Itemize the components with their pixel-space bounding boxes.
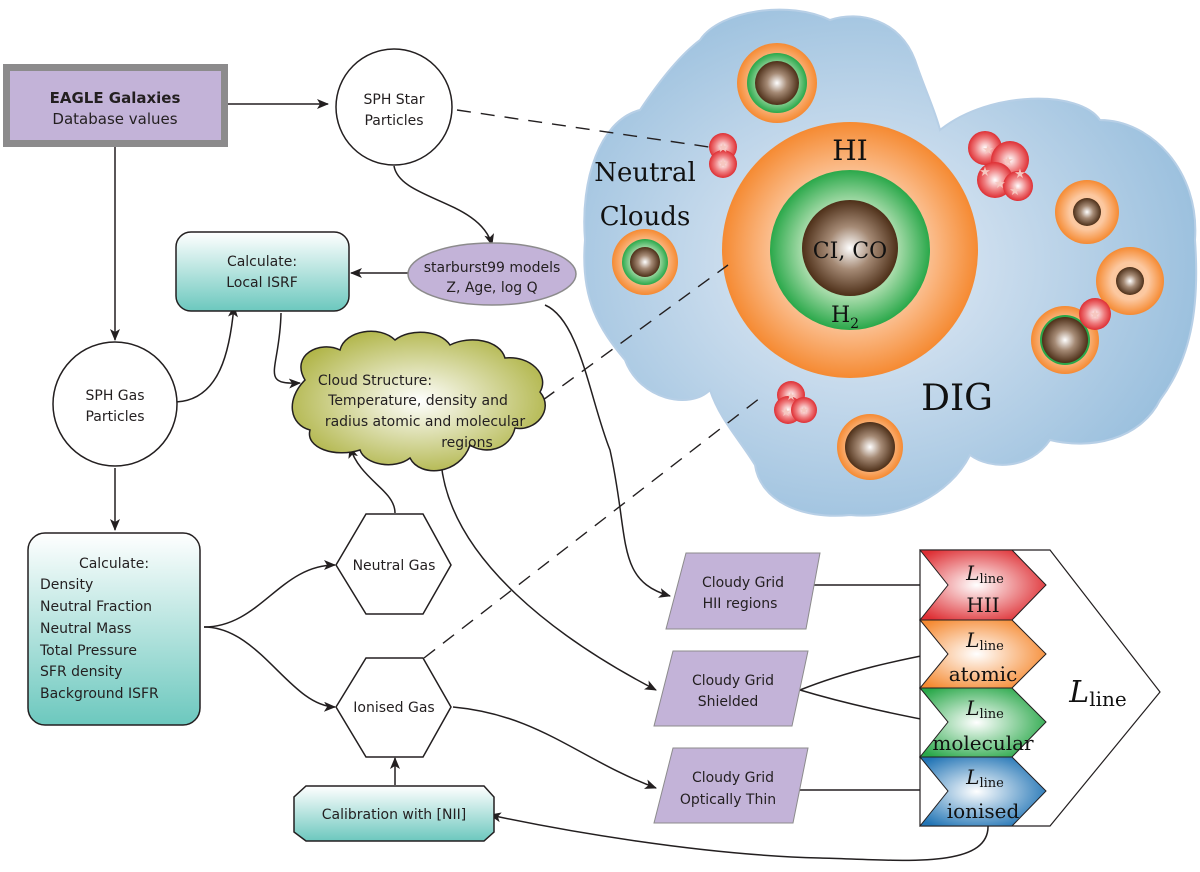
ionised-gas-label: Ionised Gas xyxy=(353,700,434,716)
neutral-gas-node[interactable]: Neutral Gas xyxy=(335,513,452,615)
neutral-gas-label: Neutral Gas xyxy=(353,558,436,574)
latomic-label: atomic xyxy=(949,662,1018,686)
svg-text:★: ★ xyxy=(1002,153,1014,168)
svg-text:★: ★ xyxy=(1009,183,1021,198)
small-molecular-cloud xyxy=(737,43,817,123)
lionised-symbol: Lline xyxy=(965,765,1004,791)
sph-star-particles-node[interactable]: SPH Star Particles xyxy=(335,48,453,166)
cloudy-shielded-line2: Shielded xyxy=(698,694,759,710)
lionised-label: ionised xyxy=(947,799,1020,823)
co-core xyxy=(802,200,898,296)
edge-gas-to-isrf xyxy=(175,305,238,403)
neutral-clouds-label-1: Neutral xyxy=(594,158,696,188)
svg-text:★: ★ xyxy=(1014,166,1026,181)
cloudy-grid-optically-thin-node[interactable]: Cloudy Grid Optically Thin xyxy=(653,747,809,824)
edge-shielded-to-molecular xyxy=(799,689,937,725)
eagle-galaxies-node[interactable]: EAGLE Galaxies Database values xyxy=(3,64,228,147)
edge-calc-to-neutral xyxy=(203,560,336,628)
calc-item: Total Pressure xyxy=(39,643,137,659)
svg-text:★: ★ xyxy=(799,403,810,417)
cloud-line1: Cloud Structure: xyxy=(318,373,432,389)
cloudy-shielded-line1: Cloudy Grid xyxy=(692,673,774,689)
sph-gas-line1: SPH Gas xyxy=(85,388,144,404)
dashed-link-star-to-cluster xyxy=(456,109,710,148)
svg-text:★: ★ xyxy=(979,164,991,179)
small-atomic-cloud xyxy=(1055,180,1119,244)
calc-item: Neutral Mass xyxy=(40,621,131,637)
h2-label: H2 xyxy=(831,303,859,332)
calibration-node[interactable]: Calibration with [NII] xyxy=(293,785,495,842)
sph-gas-line2: Particles xyxy=(85,409,144,425)
hii-star-cluster: ★ ★ ★ ★ ★ ★ xyxy=(968,131,1033,201)
edge-isrf-to-cloud xyxy=(273,312,301,389)
calculate-local-isrf-node[interactable]: Calculate: Local ISRF xyxy=(175,231,350,312)
lhii-label: HII xyxy=(966,593,999,617)
edge-ionised-to-calibration xyxy=(489,812,989,862)
calibration-label: Calibration with [NII] xyxy=(322,807,466,823)
dig-label: DIG xyxy=(921,378,993,419)
svg-text:★: ★ xyxy=(781,405,792,419)
edge-starburst-to-cloudy-hii xyxy=(544,304,671,598)
neutral-clouds-label-2: Clouds xyxy=(600,202,691,232)
starburst-line1: starburst99 models xyxy=(424,260,561,276)
cloudy-grid-hii-node[interactable]: Cloudy Grid HII regions xyxy=(665,552,821,630)
luminosity-ionised-chevron[interactable]: Lline ionised xyxy=(918,756,1047,827)
cloudy-hii-line2: HII regions xyxy=(703,596,778,612)
luminosity-atomic-chevron[interactable]: Lline atomic xyxy=(918,619,1047,689)
lmolecular-label: molecular xyxy=(932,731,1034,755)
svg-text:★: ★ xyxy=(982,142,994,157)
cloud-line4: regions xyxy=(441,435,493,451)
isrf-line1: Calculate: xyxy=(227,254,297,270)
galaxy-illustration: ★ ★ ★ ★ ★ ★ ★ ★ ★ ★ ★ ★ Neutral xyxy=(583,8,1198,517)
cloudy-thin-line2: Optically Thin xyxy=(680,792,776,808)
cloud-line3: radius atomic and molecular xyxy=(325,414,526,430)
luminosity-hii-chevron[interactable]: Lline HII xyxy=(918,549,1047,621)
co-core-label: CI, CO xyxy=(813,239,887,264)
calculate-gas-properties-node[interactable]: Calculate: Density Neutral Fraction Neut… xyxy=(27,532,201,726)
sph-star-line2: Particles xyxy=(364,113,423,129)
hi-label: HI xyxy=(832,134,867,167)
edge-calc-to-ionised xyxy=(203,626,336,712)
svg-text:★: ★ xyxy=(1089,308,1102,323)
calc-item: SFR density xyxy=(40,664,122,680)
eagle-title: EAGLE Galaxies xyxy=(50,89,181,107)
edge-shielded-to-atomic xyxy=(799,650,937,691)
calc-title: Calculate: xyxy=(79,556,149,572)
starburst99-models-node[interactable]: starburst99 models Z, Age, log Q xyxy=(407,242,577,306)
cloudy-grid-shielded-node[interactable]: Cloudy Grid Shielded xyxy=(653,650,809,727)
small-molecular-cloud xyxy=(612,229,678,295)
calc-item: Neutral Fraction xyxy=(40,599,152,615)
isrf-line2: Local ISRF xyxy=(226,275,298,291)
edge-cloud-to-shielded xyxy=(440,461,657,691)
total-luminosity-label: Lline xyxy=(1068,675,1126,711)
luminosity-molecular-chevron[interactable]: Lline molecular xyxy=(918,687,1047,758)
sph-gas-particles-node[interactable]: SPH Gas Particles xyxy=(52,341,178,467)
sph-star-line1: SPH Star xyxy=(363,92,424,108)
svg-text:★: ★ xyxy=(717,141,730,156)
ionised-gas-node[interactable]: Ionised Gas xyxy=(335,657,452,758)
cloud-line2: Temperature, density and xyxy=(327,393,508,409)
cloudy-hii-line1: Cloudy Grid xyxy=(702,575,784,591)
small-atomic-cloud xyxy=(837,414,903,480)
hii-star-cluster: ★ ★ xyxy=(709,133,737,178)
lmolecular-symbol: Lline xyxy=(965,696,1004,722)
hii-star-cluster: ★ xyxy=(1079,298,1111,330)
calc-item: Density xyxy=(40,577,93,593)
svg-text:★: ★ xyxy=(717,157,730,172)
cloud-structure-node[interactable]: Cloud Structure: Temperature, density an… xyxy=(291,330,546,472)
svg-text:★: ★ xyxy=(786,389,797,403)
hii-star-cluster: ★ ★ ★ xyxy=(774,381,817,424)
svg-text:★: ★ xyxy=(994,176,1006,191)
starburst-line2: Z, Age, log Q xyxy=(446,280,537,296)
small-atomic-cloud xyxy=(1096,247,1164,315)
calc-item: Background ISFR xyxy=(40,686,159,702)
latomic-symbol: Lline xyxy=(965,628,1004,654)
cloudy-thin-line1: Cloudy Grid xyxy=(692,770,774,786)
lhii-symbol: Lline xyxy=(965,561,1004,587)
edge-ionised-to-thin xyxy=(452,706,657,789)
edge-star-to-starburst xyxy=(393,165,494,246)
eagle-subtitle: Database values xyxy=(52,110,177,128)
edge-neutral-to-cloud xyxy=(348,446,396,514)
